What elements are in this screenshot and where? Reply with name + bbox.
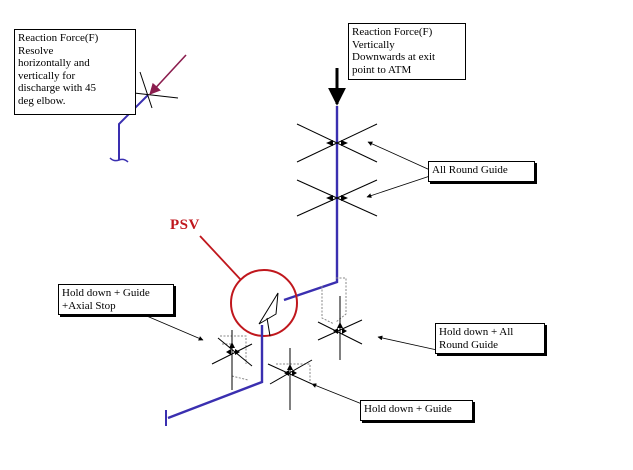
reaction-force-arrow — [149, 54, 187, 95]
bottom-support-leader — [311, 383, 363, 405]
psv-group — [199, 235, 298, 337]
psv-inlet-pipe — [165, 325, 264, 426]
support-frame-right — [321, 277, 347, 325]
left-support-arrowheads-icon — [226, 342, 240, 355]
all-round-guide-leader-1 — [367, 141, 431, 171]
main-discharge-pipe — [283, 68, 431, 302]
elbow-pipe-end-icon — [109, 157, 129, 163]
elbow-support-line-b — [133, 92, 179, 99]
all-round-guide-leader-2 — [366, 175, 431, 198]
right-support-arrowheads-icon — [333, 322, 347, 334]
hold-down-all-round-guide-support — [317, 296, 438, 360]
vertical-pipe — [283, 106, 339, 302]
discharge-elbow-sketch — [109, 54, 187, 163]
psv-label: PSV — [170, 217, 200, 233]
psv-highlight-circle — [230, 269, 298, 337]
elbow-pipe — [118, 94, 149, 160]
guide-1-arrowheads-icon — [326, 140, 348, 146]
bottom-support-arrowheads-icon — [284, 364, 297, 376]
hold-down-all-round-guide-label: Hold down + All Round Guide — [435, 323, 545, 354]
psv-pointer-line — [199, 235, 242, 281]
hold-down-guide-axial-stop-support — [127, 307, 253, 390]
guide-2-line-b — [296, 179, 378, 217]
reaction-force-resolve-note: Reaction Force(F) Resolve horizontally a… — [14, 29, 136, 115]
elbow-support-line-a — [139, 71, 153, 109]
right-support-leader — [377, 335, 438, 351]
guide-1-line-b — [296, 123, 378, 163]
guide-2-arrowheads-icon — [326, 195, 348, 201]
psv-valve-icon — [258, 292, 279, 325]
all-round-guide-label: All Round Guide — [428, 161, 535, 182]
reaction-force-vertical-note: Reaction Force(F) Vertically Downwards a… — [348, 23, 466, 80]
hold-down-guide-label: Hold down + Guide — [360, 400, 473, 421]
hold-down-guide-axial-stop-label: Hold down + Guide +Axial Stop — [58, 284, 174, 315]
hold-down-guide-support — [267, 348, 363, 410]
